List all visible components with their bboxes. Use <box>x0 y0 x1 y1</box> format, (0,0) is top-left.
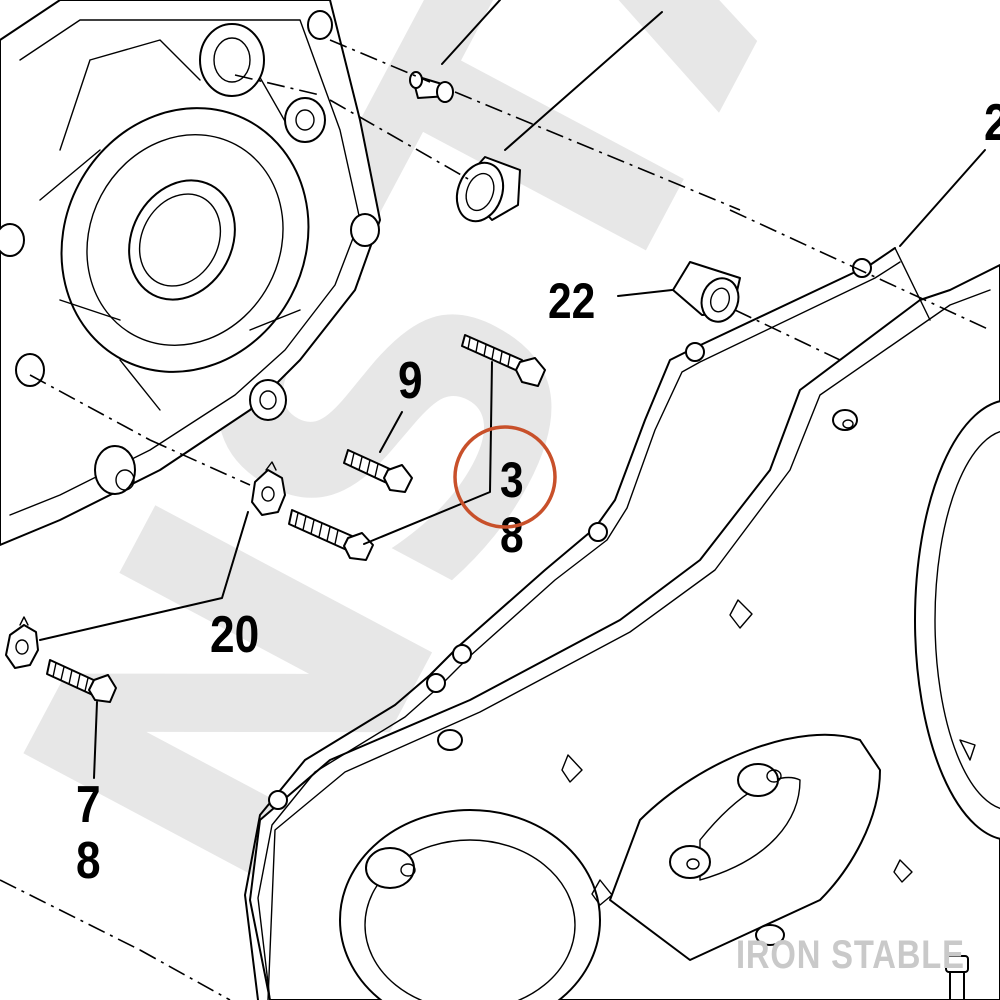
leader-lines <box>39 0 986 779</box>
oil-seal <box>455 156 521 223</box>
tab-washer-lower <box>5 616 39 669</box>
bolt-long-middle <box>288 509 374 561</box>
callout-2-partial: 2 <box>984 94 1000 152</box>
outer-primary-cover <box>249 264 1000 1000</box>
spacer-sleeve <box>672 261 741 323</box>
highlight-circle <box>453 425 557 529</box>
callout-8-upper: 8 <box>500 507 524 563</box>
inner-primary-housing <box>0 0 381 546</box>
callout-7: 7 <box>76 776 101 834</box>
callout-9: 9 <box>398 352 423 410</box>
bolt-lower-left <box>46 659 117 703</box>
primary-cover-gasket <box>244 247 931 1000</box>
tab-washer-upper <box>251 461 286 516</box>
callout-8-lower: 8 <box>76 832 101 890</box>
credit-text: IRON STABLE <box>736 932 965 977</box>
callout-3: 3 <box>500 452 524 508</box>
bolt-short <box>343 449 413 493</box>
callout-20: 20 <box>210 606 259 664</box>
bolt-long-upper <box>461 334 546 387</box>
callout-22: 22 <box>548 273 595 329</box>
dowel-pin <box>409 71 454 103</box>
assembly-centerlines <box>0 39 991 1000</box>
callout-labels: 22 9 3 8 20 7 8 2 <box>76 94 1000 890</box>
